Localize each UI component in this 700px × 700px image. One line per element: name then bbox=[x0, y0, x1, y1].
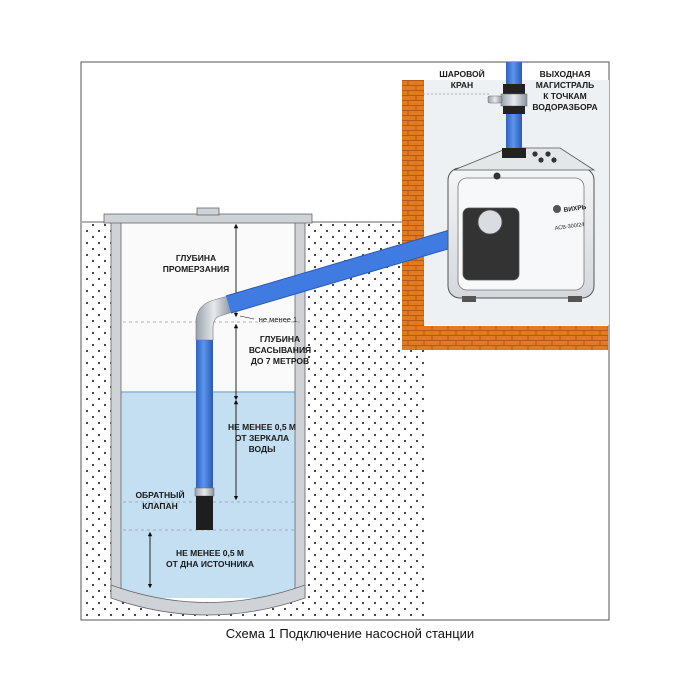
label-water-mirror: НЕ МЕНЕЕ 0,5 М ОТ ЗЕРКАЛА ВОДЫ bbox=[228, 422, 296, 454]
label-not-less-1: не менее 1 bbox=[259, 315, 297, 324]
label-freeze-depth: ГЛУБИНА ПРОМЕРЗАНИЯ bbox=[163, 253, 229, 274]
check-valve bbox=[194, 487, 215, 497]
pump-brand: ВИХРЬ bbox=[563, 204, 587, 214]
suction-pipe bbox=[196, 338, 213, 492]
label-ball-valve: ШАРОВОЙ КРАН bbox=[439, 68, 485, 90]
label-check-valve: ОБРАТНЫЙ КЛАПАН bbox=[135, 489, 184, 511]
label-line: ОТ ЗЕРКАЛА bbox=[235, 433, 289, 443]
label-line: ВЫХОДНАЯ bbox=[540, 69, 591, 79]
label-line: ДО 7 МЕТРОВ bbox=[251, 356, 309, 366]
brick-wall bbox=[402, 80, 424, 350]
diagram-caption: Схема 1 Подключение насосной станции bbox=[225, 626, 475, 641]
label-line: ВОДЫ bbox=[249, 444, 276, 454]
check-valve-body bbox=[196, 496, 213, 530]
label-line: МАГИСТРАЛЬ bbox=[536, 80, 595, 90]
label-line: ГЛУБИНА bbox=[260, 334, 300, 344]
label-line: КРАН bbox=[451, 80, 473, 90]
label-line: ПРОМЕРЗАНИЯ bbox=[163, 264, 229, 274]
label-line: ШАРОВОЙ bbox=[439, 68, 485, 79]
label-line: НЕ МЕНЕЕ 0,5 М bbox=[176, 548, 244, 558]
pump-model: АСВ-300/24 bbox=[554, 222, 584, 232]
label-line: НЕ МЕНЕЕ 0,5 М bbox=[228, 422, 296, 432]
brick-floor bbox=[402, 326, 608, 350]
label-line: КЛАПАН bbox=[142, 501, 178, 511]
label-suction-depth: ГЛУБИНА ВСАСЫВАНИЯ ДО 7 МЕТРОВ bbox=[249, 334, 311, 366]
ball-valve-handle bbox=[487, 95, 503, 104]
label-line: ГЛУБИНА bbox=[176, 253, 216, 263]
label-source-bottom: НЕ МЕНЕЕ 0,5 М ОТ ДНА ИСТОЧНИКА bbox=[166, 548, 254, 569]
label-line: ВОДОРАЗБОРА bbox=[532, 102, 597, 112]
label-line: К ТОЧКАМ bbox=[543, 91, 587, 101]
inlet-pipe bbox=[226, 224, 475, 313]
label-line: ОБРАТНЫЙ bbox=[135, 489, 184, 500]
pump-station: ВИХРЬ АСВ-300/24 bbox=[447, 147, 596, 302]
label-line: ОТ ДНА ИСТОЧНИКА bbox=[166, 559, 254, 569]
label-outlet-line: ВЫХОДНАЯ МАГИСТРАЛЬ К ТОЧКАМ ВОДОРАЗБОРА bbox=[532, 69, 597, 112]
label-line: ВСАСЫВАНИЯ bbox=[249, 345, 311, 355]
